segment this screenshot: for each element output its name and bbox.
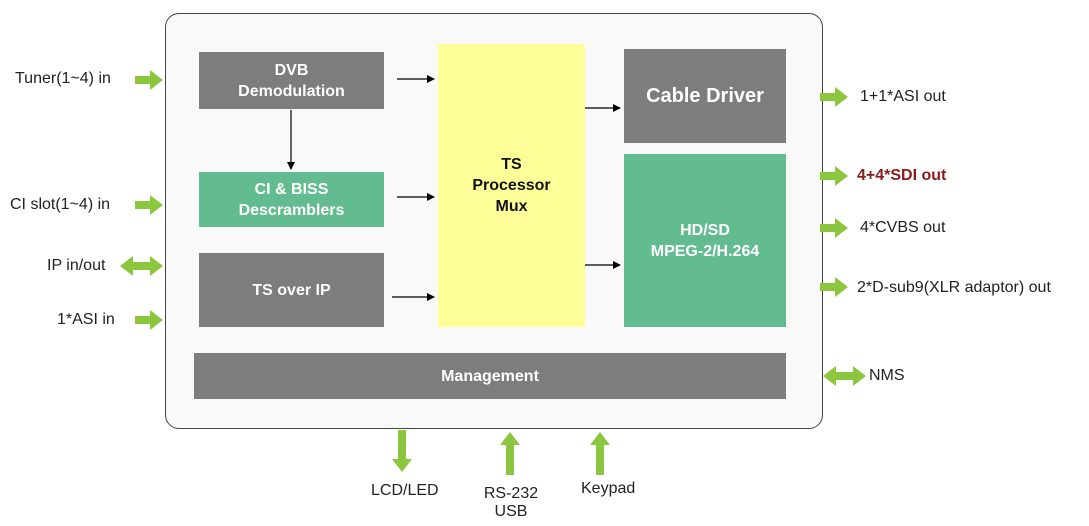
cable-driver-label: Cable Driver	[646, 84, 764, 107]
rs232-label: RS-232	[483, 485, 539, 502]
dsub-out-label: 2*D-sub9(XLR adaptor) out	[857, 279, 1051, 296]
dvb-demodulation-block: DVB Demodulation	[199, 52, 384, 109]
hd-sd-mpeg-block: HD/SD MPEG-2/H.264	[624, 154, 786, 327]
hd-sd-line-1: HD/SD	[680, 221, 730, 239]
cislot-in-arrow	[135, 195, 163, 215]
tuner-in-arrow	[135, 70, 163, 90]
lcd-led-down-arrow	[392, 430, 412, 472]
ci-biss-line-2: Descramblers	[238, 201, 345, 219]
management-label: Management	[441, 367, 539, 385]
ts-over-ip-block: TS over IP	[199, 253, 384, 327]
cable-driver-block: Cable Driver	[624, 49, 786, 143]
cvbs-out-arrow	[820, 218, 848, 238]
sdi-out-arrow	[820, 166, 848, 186]
keypad-label: Keypad	[581, 480, 636, 497]
ts-processor-line-2: Processor	[472, 177, 551, 194]
lcd-led-label: LCD/LED	[371, 482, 439, 499]
rs232-up-arrow	[500, 432, 520, 475]
ip-inout-label: IP in/out	[47, 257, 106, 274]
dsub-out-arrow	[820, 277, 848, 297]
asi-out-arrow	[820, 87, 848, 107]
cislot-in-label: CI slot(1~4) in	[10, 196, 111, 213]
sdi-out-label: 4+4*SDI out	[857, 167, 947, 184]
usb-label: USB	[494, 503, 528, 520]
ts-processor-mux-block: TS Processor Mux	[438, 44, 585, 327]
ts-over-ip-label: TS over IP	[252, 281, 331, 299]
ip-inout-arrow	[120, 256, 163, 276]
dvb-demodulation-line-1: DVB	[274, 61, 309, 79]
ci-biss-descramblers-block: CI & BISS Descramblers	[199, 172, 384, 227]
asi-in-label: 1*ASI in	[57, 311, 115, 328]
management-block: Management	[194, 353, 786, 399]
rs232-usb-label: RS-232 USB	[482, 485, 540, 521]
tuner-in-label: Tuner(1~4) in	[15, 70, 111, 87]
hd-sd-line-2: MPEG-2/H.264	[650, 242, 760, 260]
dvb-demodulation-line-2: Demodulation	[238, 82, 345, 100]
asi-out-label: 1+1*ASI out	[860, 88, 946, 105]
keypad-up-arrow	[590, 432, 610, 475]
asi-in-arrow	[135, 310, 163, 330]
cvbs-out-label: 4*CVBS out	[860, 219, 946, 236]
ci-biss-line-1: CI & BISS	[254, 180, 329, 198]
nms-arrow	[823, 366, 866, 386]
nms-label: NMS	[869, 367, 905, 384]
ts-processor-line-3: Mux	[495, 198, 528, 215]
ts-processor-line-1: TS	[501, 156, 522, 173]
